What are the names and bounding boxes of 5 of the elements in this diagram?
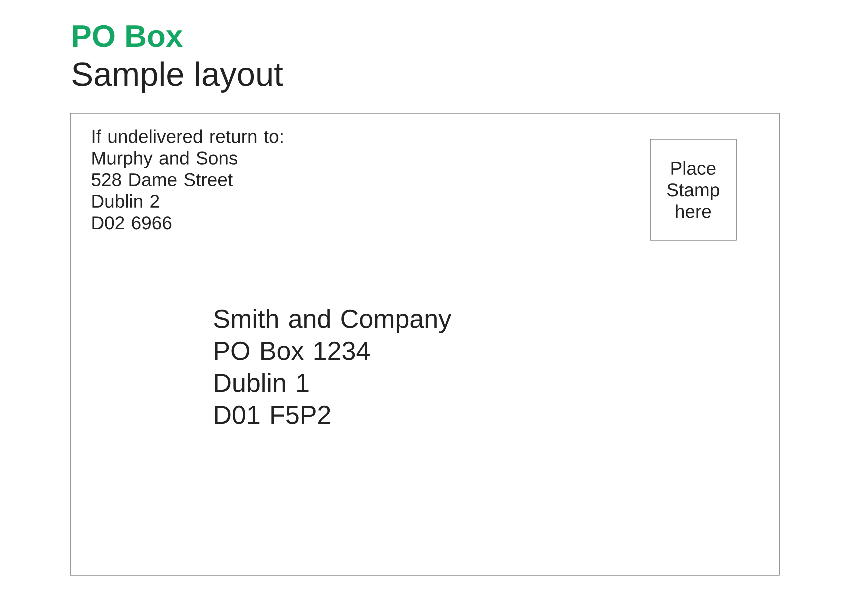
title: PO Box bbox=[73, 25, 183, 48]
stamp-box: Place Stamp here bbox=[650, 139, 737, 241]
recipient-address: Smith and Company PO Box 1234 Dublin 1 D01 F5P2 bbox=[214, 309, 452, 424]
return-address: If undelivered return to: Murphy and Sons 528 Dame Street Dublin 2 D02 6966 bbox=[92, 130, 283, 230]
subtitle: Sample layout bbox=[72, 62, 284, 93]
